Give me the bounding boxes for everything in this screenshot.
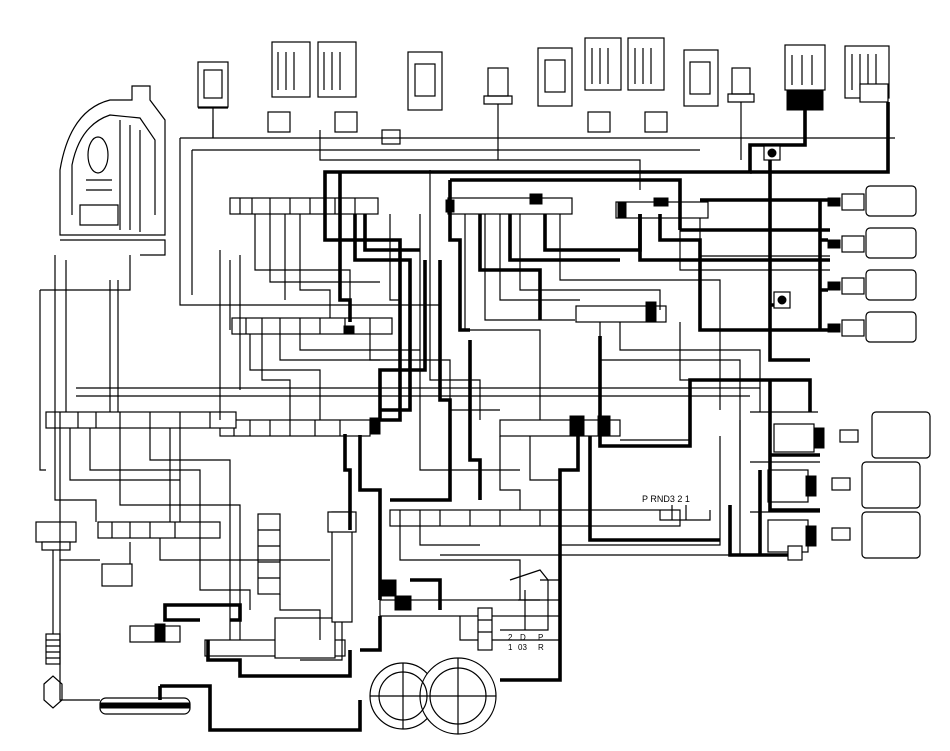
shift-valve-spools (45, 193, 709, 659)
lever-label-col1b: 1 (508, 643, 513, 652)
lever-label-col2: D (520, 633, 526, 642)
lever-label-col3: P (538, 633, 543, 642)
range-position-label: P RND3 2 1 (642, 494, 690, 504)
check-ball-valves (763, 145, 803, 561)
torque-converter-icon (59, 85, 166, 256)
oil-filter-icon (43, 633, 191, 715)
manual-lever-indicator: 2 1 D 03 P R (500, 569, 549, 652)
lever-label-col2b: 03 (518, 643, 527, 652)
accumulator-icon (35, 511, 357, 623)
oil-pump-icon (369, 657, 497, 735)
solenoid-valve-icon (197, 37, 890, 145)
lever-label-col3b: R (538, 643, 544, 652)
servo-piston-icon (767, 185, 931, 559)
lever-label-col1: 2 (508, 633, 513, 642)
manual-valve-range-indicator: P RND3 2 1 (642, 494, 711, 521)
hydraulic-passages-bold (158, 102, 890, 732)
servo-small (477, 607, 493, 651)
